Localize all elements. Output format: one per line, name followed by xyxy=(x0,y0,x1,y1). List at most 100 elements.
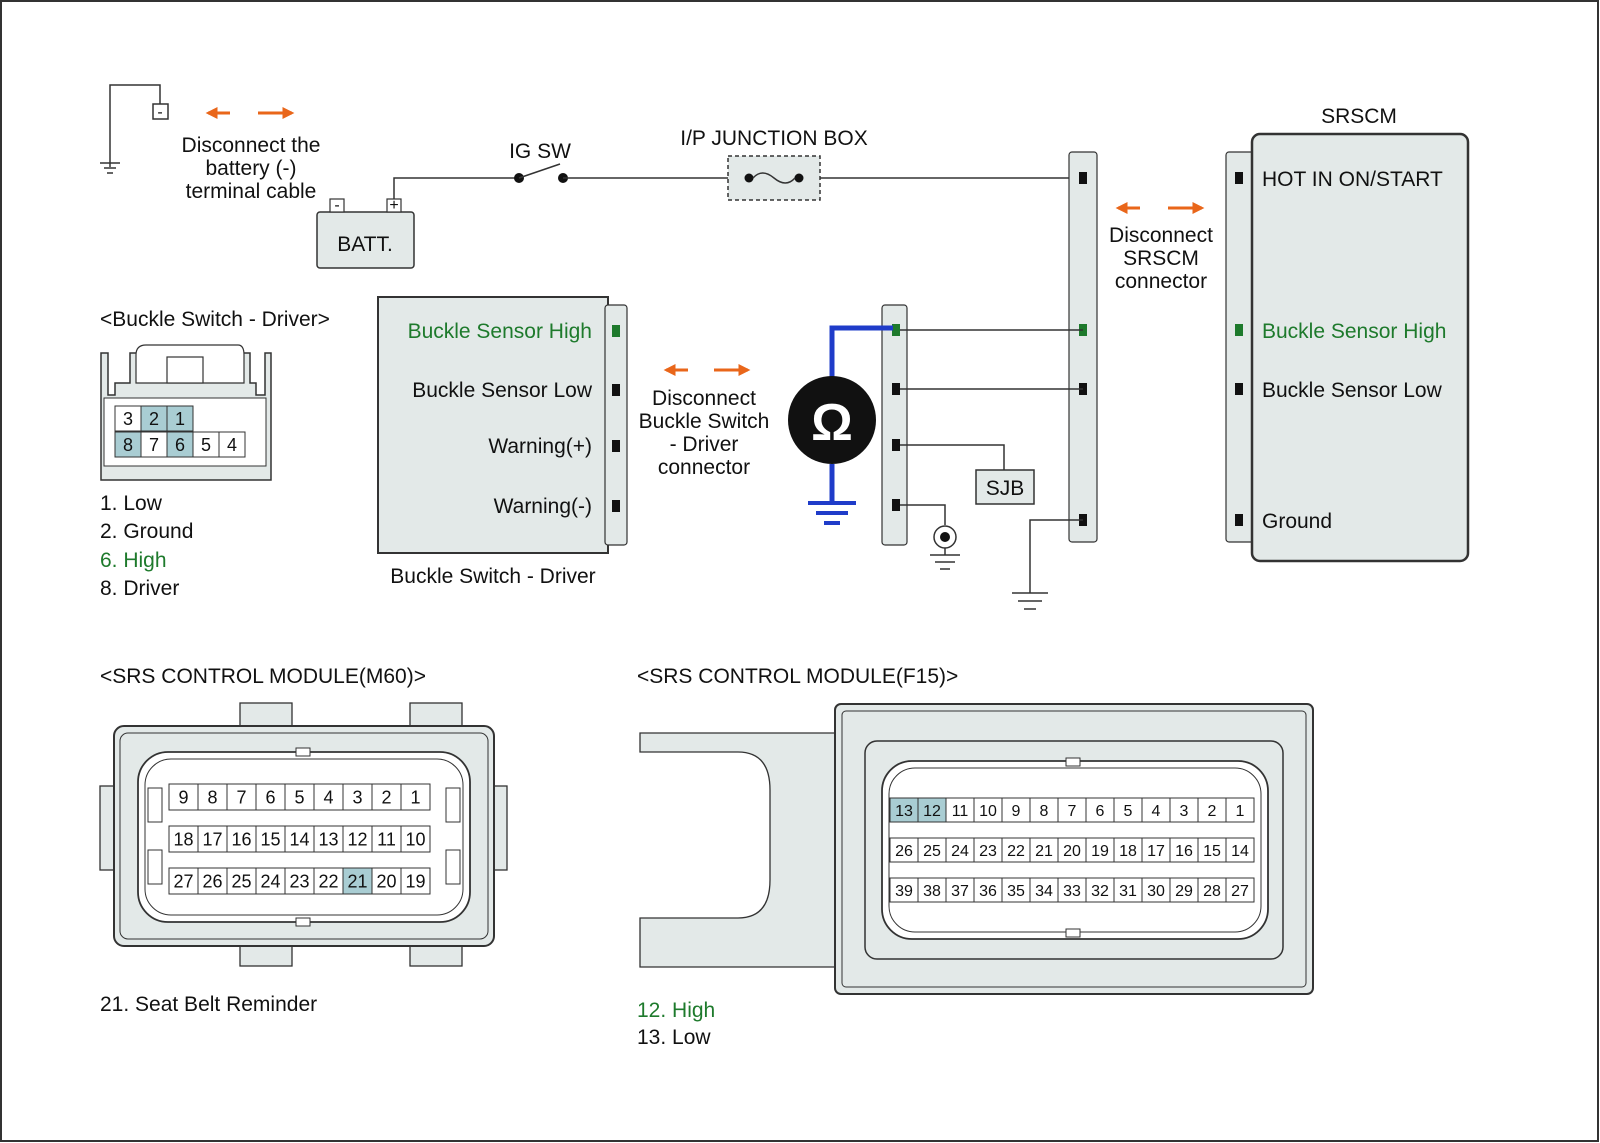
pin-cell xyxy=(945,877,975,903)
buckle-pin-low xyxy=(612,384,620,396)
pin-number: 32 xyxy=(1091,883,1109,900)
srscm-disconnect-note-line2: SRSCM xyxy=(1123,247,1199,270)
pin-cell xyxy=(1057,837,1087,863)
warn-minus-wire xyxy=(900,504,946,525)
pin-cell xyxy=(1085,837,1115,863)
buckle-pin-low-label: Buckle Sensor Low xyxy=(412,379,593,402)
pin-number: 10 xyxy=(979,803,997,820)
pin-number: 20 xyxy=(1063,843,1081,860)
pin-number: 30 xyxy=(1147,883,1165,900)
buckle-harness-connector xyxy=(881,304,908,546)
sjb-box xyxy=(975,469,1035,505)
m60-title: <SRS CONTROL MODULE(M60)> xyxy=(100,665,426,688)
cable-minus-label: - xyxy=(157,104,162,121)
buckle-disconnect-note-line2: Buckle Switch xyxy=(639,410,770,433)
pin-number: 15 xyxy=(1203,843,1221,860)
pin-cell xyxy=(1113,877,1143,903)
pin-number: 7 xyxy=(149,435,159,455)
pin-number: 8 xyxy=(207,787,217,807)
f15-legend-item-highlight: 12. High xyxy=(637,999,715,1022)
pin-cell xyxy=(371,825,402,853)
pin-cell xyxy=(218,431,246,458)
pin-cell xyxy=(197,783,228,811)
buckle-legend: 1. Low 2. Ground 6. High 8. Driver xyxy=(100,492,193,600)
srscm-pin-hot xyxy=(1235,172,1243,184)
pin-number: 14 xyxy=(289,829,309,849)
f15-legend-item: 13. Low xyxy=(637,1026,711,1049)
pin-number: 3 xyxy=(123,409,133,429)
pin-number: 39 xyxy=(895,883,913,900)
pin-number: 18 xyxy=(1119,843,1137,860)
pin-number: 15 xyxy=(260,829,280,849)
pin-number: 24 xyxy=(951,843,969,860)
pin-number: 28 xyxy=(1203,883,1221,900)
pin-cell xyxy=(226,825,257,853)
pin-number: 16 xyxy=(1175,843,1193,860)
cable-minus-box xyxy=(152,103,169,120)
pin-number: 22 xyxy=(1007,843,1025,860)
pin-cell xyxy=(284,825,315,853)
srscm-disconnect-note-line1: Disconnect xyxy=(1109,224,1213,247)
srscm-pin-low xyxy=(1235,383,1243,395)
pin-number: 8 xyxy=(1040,803,1049,820)
pin-number: 36 xyxy=(979,883,997,900)
pin-number: 11 xyxy=(377,829,396,849)
buckle-pin-warn-plus xyxy=(612,440,620,452)
pin-cell xyxy=(226,783,257,811)
buckle-switch-side-connector xyxy=(604,304,628,546)
buckle-section-title: <Buckle Switch - Driver> xyxy=(100,308,330,331)
buckle-pin-warn-minus xyxy=(612,500,620,512)
pin-cell xyxy=(140,405,168,432)
pin-number: 17 xyxy=(202,829,222,849)
chassis-ground-icon xyxy=(930,525,960,570)
pin-number: 31 xyxy=(1119,883,1137,900)
battery-disconnect-note-line1: Disconnect the xyxy=(182,134,321,157)
junction-box xyxy=(727,155,821,201)
srscm-pin-high xyxy=(1235,324,1243,336)
pin-number: 12 xyxy=(347,829,367,849)
pin-number: 37 xyxy=(951,883,969,900)
pin-number: 17 xyxy=(1147,843,1165,860)
buckle-pin-warn-plus-label: Warning(+) xyxy=(488,435,592,458)
srscm-pin-high-label: Buckle Sensor High xyxy=(1262,320,1446,343)
pin-number: 33 xyxy=(1063,883,1081,900)
pin-cell xyxy=(1057,877,1087,903)
pin-cell xyxy=(1225,837,1255,863)
pin-cell xyxy=(1197,877,1227,903)
pin-number: 29 xyxy=(1175,883,1193,900)
pin-cell xyxy=(400,825,431,853)
pin-number: 4 xyxy=(227,435,237,455)
pin-number: 9 xyxy=(178,787,188,807)
warn-plus-wire xyxy=(900,444,1005,470)
pin-cell xyxy=(284,783,315,811)
junction-box-label: I/P JUNCTION BOX xyxy=(680,127,867,150)
srscm-title: SRSCM xyxy=(1321,105,1397,128)
buckle-switch-module xyxy=(377,296,609,554)
pin-number: 22 xyxy=(318,871,338,891)
pin-number: 5 xyxy=(1124,803,1133,820)
ignition-switch-icon xyxy=(514,163,568,183)
buckle-harness-pin-warn-plus xyxy=(892,439,900,451)
pin-number: 2 xyxy=(149,409,159,429)
ground-symbol-icon xyxy=(100,162,120,174)
srscm-disconnect-note-line3: connector xyxy=(1115,270,1207,293)
buckle-legend-item: 8. Driver xyxy=(100,577,179,600)
f15-title: <SRS CONTROL MODULE(F15)> xyxy=(637,665,958,688)
pin-cell xyxy=(371,867,402,895)
meter-ground-icon xyxy=(808,501,856,525)
pin-cell xyxy=(255,825,286,853)
pin-number: 23 xyxy=(289,871,309,891)
pin-number: 34 xyxy=(1035,883,1053,900)
battery-positive-wire xyxy=(393,177,519,199)
pin-number: 16 xyxy=(231,829,251,849)
pin-cell xyxy=(1057,797,1087,823)
srscm-pin-ground xyxy=(1235,514,1243,526)
pin-cell xyxy=(400,867,431,895)
pin-cell xyxy=(168,867,199,895)
fuse-terminal-left-icon xyxy=(744,173,754,183)
battery-plus-label: + xyxy=(389,197,398,214)
srscm-pin-ground-label: Ground xyxy=(1262,510,1332,533)
